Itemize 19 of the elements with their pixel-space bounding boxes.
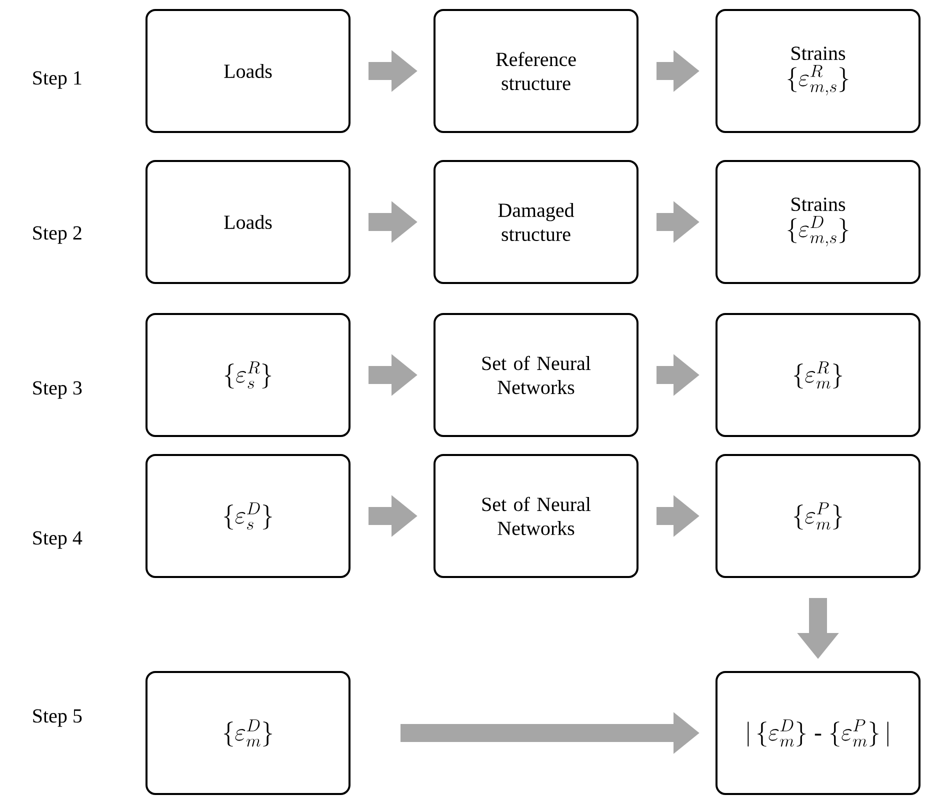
process-box: $\{\varepsilon_{s}^{D}\}$ [146, 454, 350, 578]
process-box: $|\,\{\varepsilon_{m}^{D}\}\text{ - }\{\varepsilon_{m}^{P}\}\,|$ [716, 671, 920, 795]
process-box: Loads [146, 9, 350, 133]
process-box: Loads [146, 160, 350, 284]
step-label: Step 1 [33, 71, 82, 89]
process-box: $\{\varepsilon_{m}^{P}\}$ [716, 454, 920, 578]
process-box: Set of Neural Networks [434, 454, 638, 578]
process-box: $\{\varepsilon_{m}^{D}\}$ [146, 671, 350, 795]
process-box: Damaged structure [434, 160, 638, 284]
process-box: $\{\varepsilon_{s}^{R}\}$ [146, 313, 350, 437]
process-box: Set of Neural Networks [434, 313, 638, 437]
step-label: Step 5 [33, 709, 82, 727]
process-box: $\{\varepsilon_{m}^{R}\}$ [716, 313, 920, 437]
process-box: Reference structure [434, 9, 638, 133]
step-label: Step 2 [33, 226, 82, 244]
step-label: Step 4 [33, 531, 82, 549]
process-box: Strains $\{\varepsilon_{m,s}^{D}\}$ [716, 160, 920, 284]
step-label: Step 3 [33, 381, 82, 399]
process-box: Strains $\{\varepsilon_{m,s}^{R}\}$ [716, 9, 920, 133]
